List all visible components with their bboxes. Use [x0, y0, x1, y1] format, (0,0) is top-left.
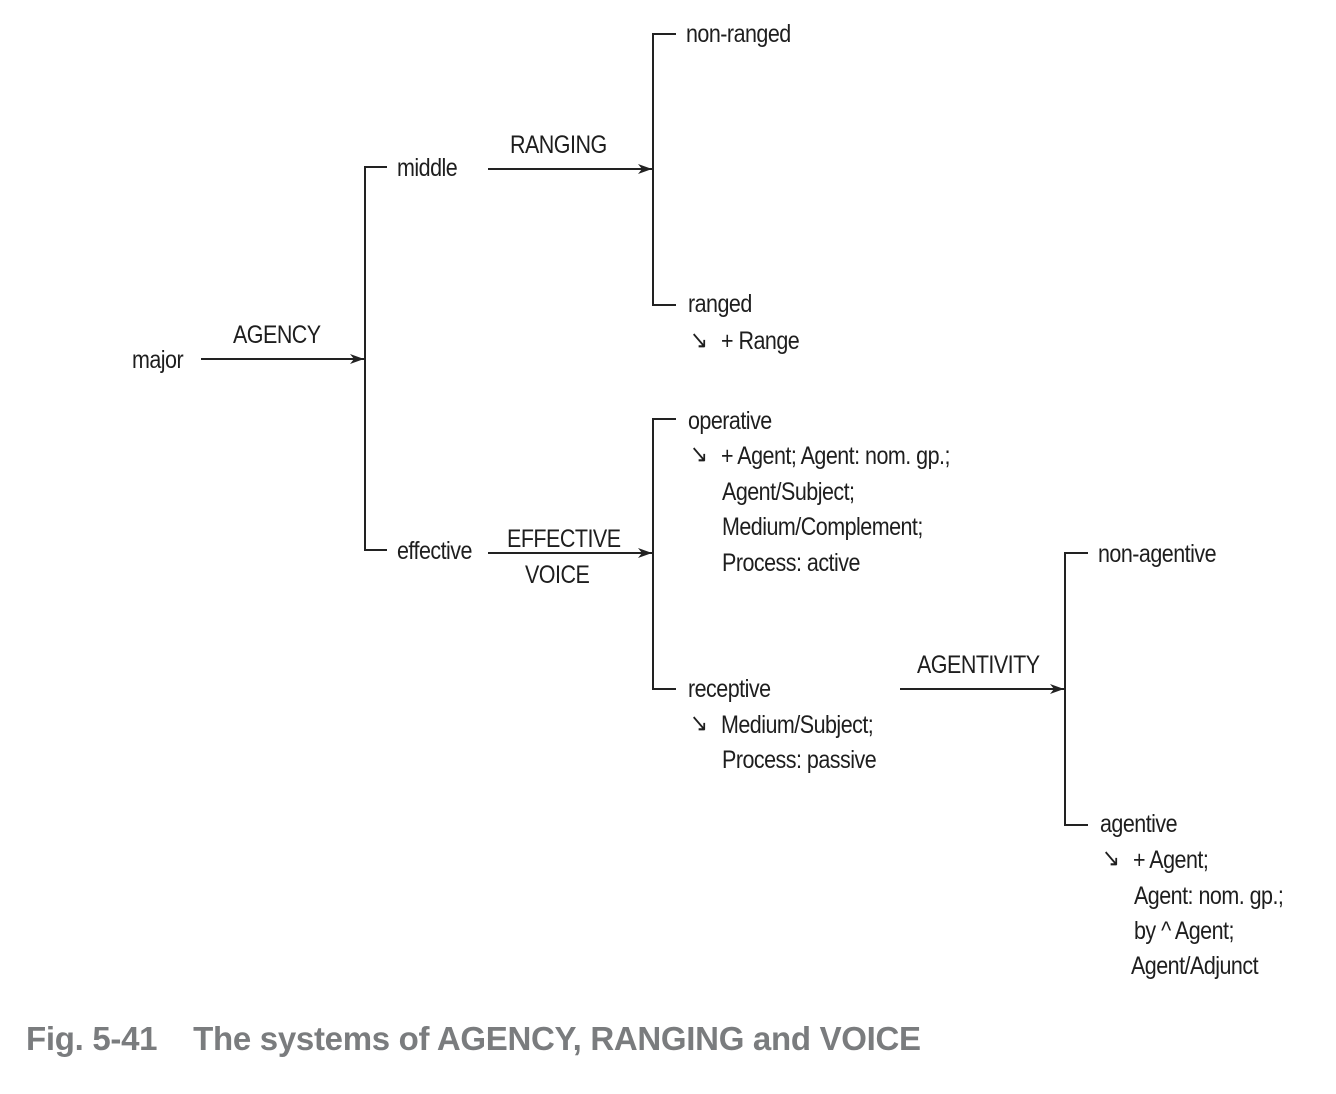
- operative-realization-line: Agent/Subject;: [722, 477, 855, 505]
- feature-agentive: agentive: [1100, 809, 1177, 837]
- operative-realization-line: + Agent; Agent: nom. gp.;: [721, 441, 950, 469]
- feature-effective: effective: [397, 536, 472, 564]
- entry-major: major: [132, 345, 184, 373]
- agency-bracket: [364, 166, 387, 551]
- realization-arrow-icon: ↘: [690, 439, 707, 467]
- agentive-realization-line: by ^ Agent;: [1134, 916, 1234, 944]
- figure-number: Fig. 5-41: [26, 1020, 158, 1057]
- realization-arrow-icon: ↘: [690, 325, 707, 353]
- feature-non-agentive: non-agentive: [1098, 539, 1216, 567]
- operative-realization-line: Medium/Complement;: [722, 512, 923, 540]
- realization-arrow-icon: ↘: [1102, 843, 1119, 871]
- operative-realization-line: Process: active: [722, 548, 860, 576]
- system-agency-label: AGENCY: [233, 320, 322, 348]
- agentive-realization-line: + Agent;: [1133, 845, 1208, 873]
- system-network-diagram: major AGENCY middle effective RANGING no…: [132, 19, 1284, 979]
- agentive-realization-line: Agent/Adjunct: [1131, 951, 1259, 979]
- ranging-bracket: [652, 33, 676, 306]
- feature-operative: operative: [688, 406, 772, 434]
- system-agentivity-label: AGENTIVITY: [917, 650, 1041, 678]
- figure-title: The systems of AGENCY, RANGING and VOICE: [193, 1020, 921, 1057]
- figure-caption: Fig. 5-41 The systems of AGENCY, RANGING …: [26, 1020, 921, 1058]
- feature-ranged: ranged: [688, 289, 752, 317]
- receptive-realization-line: Medium/Subject;: [721, 710, 873, 738]
- system-voice-label-line1: EFFECTIVE: [507, 524, 621, 552]
- feature-receptive: receptive: [688, 674, 771, 702]
- system-ranging-label: RANGING: [510, 130, 607, 158]
- feature-middle: middle: [397, 153, 457, 181]
- agentivity-bracket: [1064, 552, 1088, 826]
- realization-arrow-icon: ↘: [690, 708, 707, 736]
- feature-non-ranged: non-ranged: [686, 19, 791, 47]
- voice-bracket: [652, 418, 676, 690]
- ranged-realization-line: + Range: [721, 326, 799, 354]
- agentive-realization-line: Agent: nom. gp.;: [1134, 881, 1283, 909]
- system-voice-label-line2: VOICE: [525, 560, 589, 588]
- receptive-realization-line: Process: passive: [722, 745, 876, 773]
